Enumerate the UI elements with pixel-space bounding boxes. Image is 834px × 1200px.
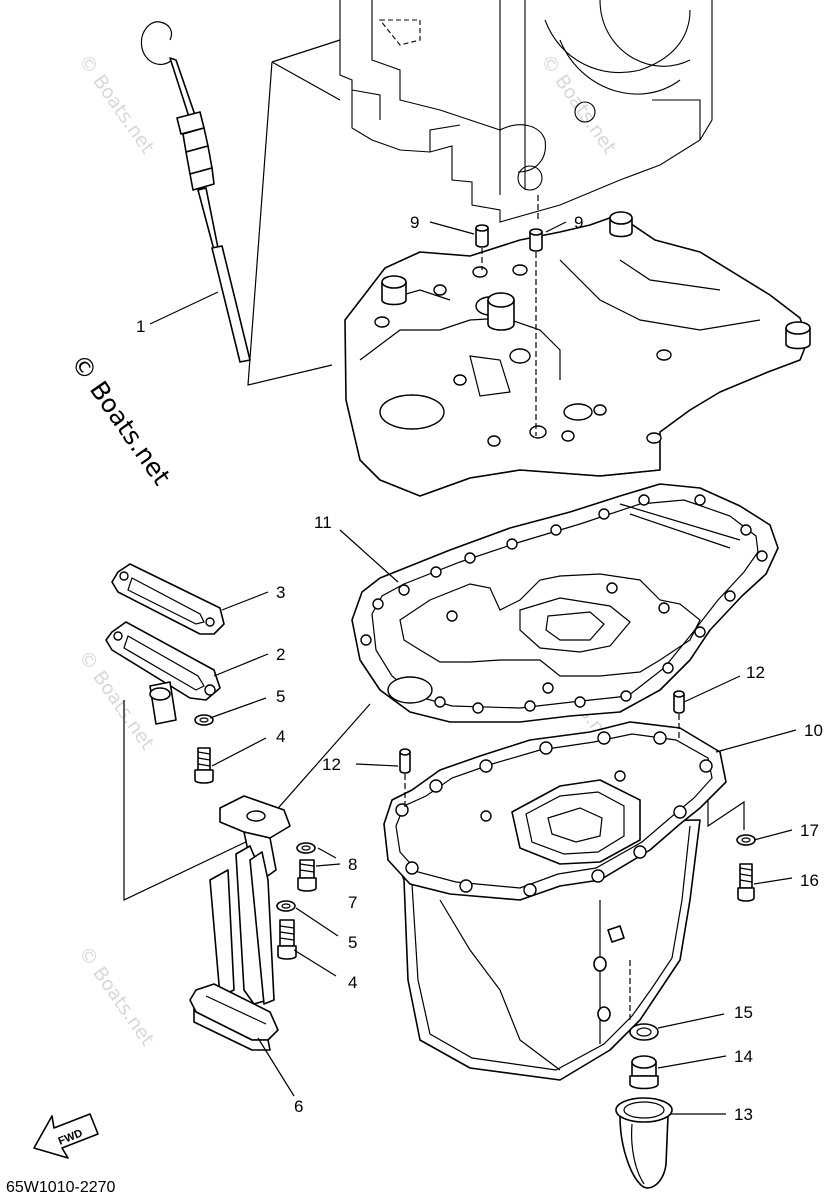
- oil-pan-gasket: [351, 483, 779, 723]
- callout-5b: 5: [348, 933, 357, 952]
- callout-8: 8: [348, 855, 357, 874]
- callout-5a: 5: [276, 687, 285, 706]
- callout-9b: 9: [574, 213, 583, 232]
- strainer-gasket: [111, 563, 225, 635]
- callout-2: 2: [276, 645, 285, 664]
- part-code: 65W1010-2270: [6, 1179, 116, 1196]
- watermark: © Boats.net: [74, 50, 159, 158]
- fwd-arrow-icon: FWD: [33, 1113, 99, 1159]
- callout-9a: 9: [410, 213, 419, 232]
- callout-4a: 4: [276, 727, 285, 746]
- callout-15: 15: [734, 1003, 753, 1022]
- callouts: 1 2 3 4 5 6 7 8 5 4 9 9 11 12 12 10 17 1…: [136, 213, 823, 1124]
- callout-13: 13: [734, 1105, 753, 1124]
- watermark: © Boats.net: [74, 942, 159, 1050]
- dipstick-leader-line: [247, 39, 341, 386]
- pan-bolt-chain-line: [707, 800, 745, 830]
- dipstick: [140, 21, 251, 363]
- callout-16: 16: [800, 871, 819, 890]
- callout-17: 17: [800, 821, 819, 840]
- callout-14: 14: [734, 1047, 753, 1066]
- drain-washer: [629, 1023, 659, 1041]
- callout-3: 3: [276, 583, 285, 602]
- exhaust-guide-plate: [344, 211, 811, 497]
- drain-plug: [629, 1055, 659, 1090]
- washer-upper: [194, 714, 214, 726]
- oil-pan: [383, 721, 727, 1081]
- callout-1: 1: [136, 317, 145, 336]
- washer-8: [296, 842, 316, 854]
- callout-6: 6: [294, 1097, 303, 1116]
- washer-lower: [276, 900, 296, 912]
- drain-cup: [615, 1097, 673, 1189]
- callout-10: 10: [804, 721, 823, 740]
- oil-strainer-fitting: [105, 621, 221, 725]
- callout-7: 7: [348, 893, 357, 912]
- leader-lines: [149, 221, 797, 1115]
- callout-12b: 12: [746, 663, 765, 682]
- callout-12a: 12: [322, 755, 341, 774]
- oil-strainer: [189, 795, 291, 1051]
- bolt-16: [737, 863, 755, 902]
- bolt-upper: [194, 747, 214, 784]
- engine-block-outline: [339, 0, 713, 223]
- pan-dowel-pins: [399, 690, 685, 810]
- bolt-7: [297, 859, 317, 892]
- bolt-lower: [277, 919, 297, 960]
- callout-11: 11: [314, 513, 332, 532]
- watermark-main: © Boats.net: [65, 349, 176, 491]
- dowel-pins: [475, 195, 543, 436]
- callout-4b: 4: [348, 973, 357, 992]
- washer-17: [736, 834, 756, 846]
